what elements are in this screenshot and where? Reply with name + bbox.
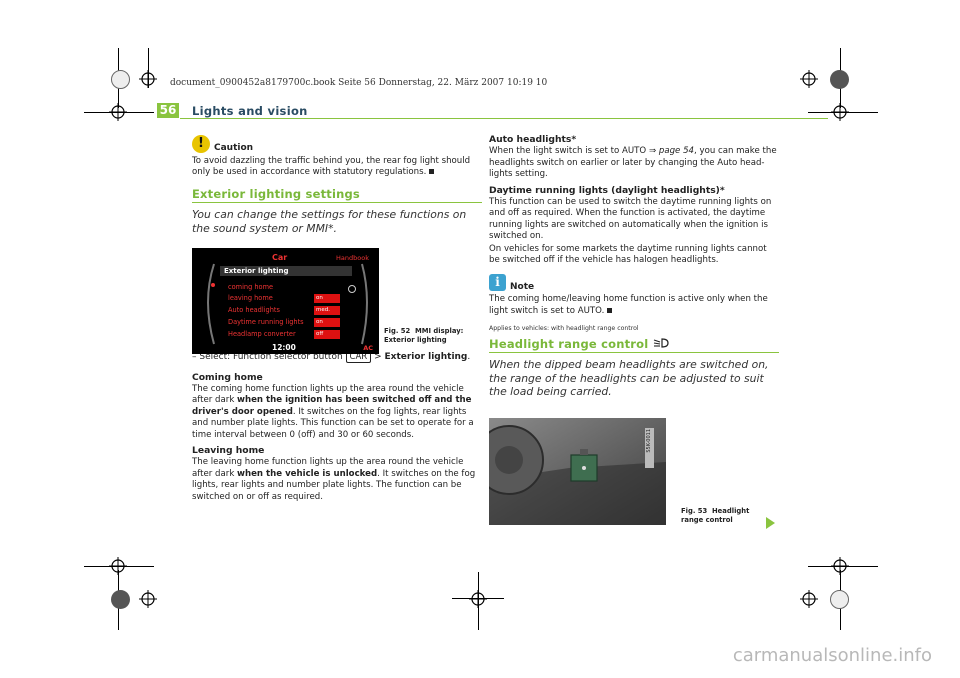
caution-text: To avoid dazzling the traffic behind you… xyxy=(192,156,471,178)
headlight-range-subtitle: When the dipped beam headlights are swit… xyxy=(489,358,769,399)
left-column: ! Caution To avoid dazzling the traffic … xyxy=(192,135,482,507)
watermark: carmanualsonline.info xyxy=(732,645,932,666)
next-page-arrow-icon xyxy=(766,517,775,529)
exterior-lighting-subtitle: You can change the settings for these fu… xyxy=(192,208,467,235)
caution-icon: ! xyxy=(192,135,210,153)
mmi-ac: AC xyxy=(363,344,373,352)
mmi-item: Auto headlights xyxy=(228,306,280,314)
registration-mark-icon xyxy=(109,103,127,121)
registration-mark-icon xyxy=(800,590,818,608)
running-head: Lights and vision xyxy=(192,104,308,118)
coming-home-text: The coming home function lights up the a… xyxy=(192,384,474,440)
auto-headlights-text: When the light switch is set to AUTO ⇒ p… xyxy=(489,146,777,180)
mmi-value: on xyxy=(314,294,340,303)
mmi-item: coming home xyxy=(228,283,274,291)
caution-title: Caution xyxy=(214,143,254,153)
mmi-item: Headlamp converter xyxy=(228,330,296,338)
page-number: 56 xyxy=(157,103,179,118)
mmi-header: Exterior lighting xyxy=(224,267,289,275)
mmi-item: Daytime running lights xyxy=(228,318,304,326)
registration-mark-icon xyxy=(469,590,487,608)
file-header: document_0900452a8179700c.book Seite 56 … xyxy=(170,78,548,88)
leaving-home-title: Leaving home xyxy=(192,445,265,457)
header-rule xyxy=(180,118,828,119)
fig52-area: Fig. 52 MMI display:Exterior lighting xyxy=(192,239,482,351)
mmi-item: leaving home xyxy=(228,294,273,302)
dashboard-switch-icon xyxy=(489,418,666,525)
mmi-value: off xyxy=(314,330,340,339)
applies-note: Applies to vehicles: with headlight rang… xyxy=(489,325,639,333)
headlight-range-title: Headlight range control xyxy=(489,337,779,354)
crop-mark xyxy=(148,48,149,88)
headlight-range-icon xyxy=(653,338,669,348)
daytime-text: This function can be used to switch the … xyxy=(489,197,772,242)
note-text: The coming home/leaving home function is… xyxy=(489,294,768,316)
fig52-caption: Fig. 52 MMI display:Exterior lighting xyxy=(384,327,464,344)
starburst-mark-icon xyxy=(111,70,130,89)
registration-mark-icon xyxy=(831,103,849,121)
daytime-text-2: On vehicles for some markets the daytime… xyxy=(489,243,767,266)
note-icon: i xyxy=(489,274,506,292)
mmi-title: Car xyxy=(272,253,288,262)
mmi-frame-icon xyxy=(207,263,368,345)
registration-mark-icon xyxy=(109,557,127,575)
registration-disc-icon xyxy=(111,590,130,609)
mmi-time: 12:00 xyxy=(272,343,296,352)
note-title: Note xyxy=(510,282,535,293)
page-ref-link[interactable]: page 54 xyxy=(658,146,695,157)
leaving-home-text: The leaving home function lights up the … xyxy=(192,457,476,502)
registration-mark-icon xyxy=(831,557,849,575)
registration-mark-icon xyxy=(139,590,157,608)
exterior-lighting-title: Exterior lighting settings xyxy=(192,188,482,204)
registration-disc-icon xyxy=(830,70,849,89)
coming-home-title: Coming home xyxy=(192,371,263,383)
fig53-code: S5K-0011 xyxy=(646,429,652,453)
right-column: Auto headlights* When the light switch i… xyxy=(489,134,779,524)
mmi-value: med. xyxy=(314,306,340,315)
daytime-title: Daytime running lights (daylight headlig… xyxy=(489,184,725,196)
registration-mark-icon xyxy=(800,70,818,88)
mmi-handbook: Handbook xyxy=(336,254,369,262)
mmi-display-image: Car Handbook Exterior lighting coming ho… xyxy=(192,248,379,354)
registration-mark-icon xyxy=(139,70,157,88)
starburst-mark-icon xyxy=(830,590,849,609)
headlight-range-photo: S5K-0011 xyxy=(489,418,666,525)
mmi-value: on xyxy=(314,318,340,327)
auto-headlights-title: Auto headlights* xyxy=(489,134,577,145)
